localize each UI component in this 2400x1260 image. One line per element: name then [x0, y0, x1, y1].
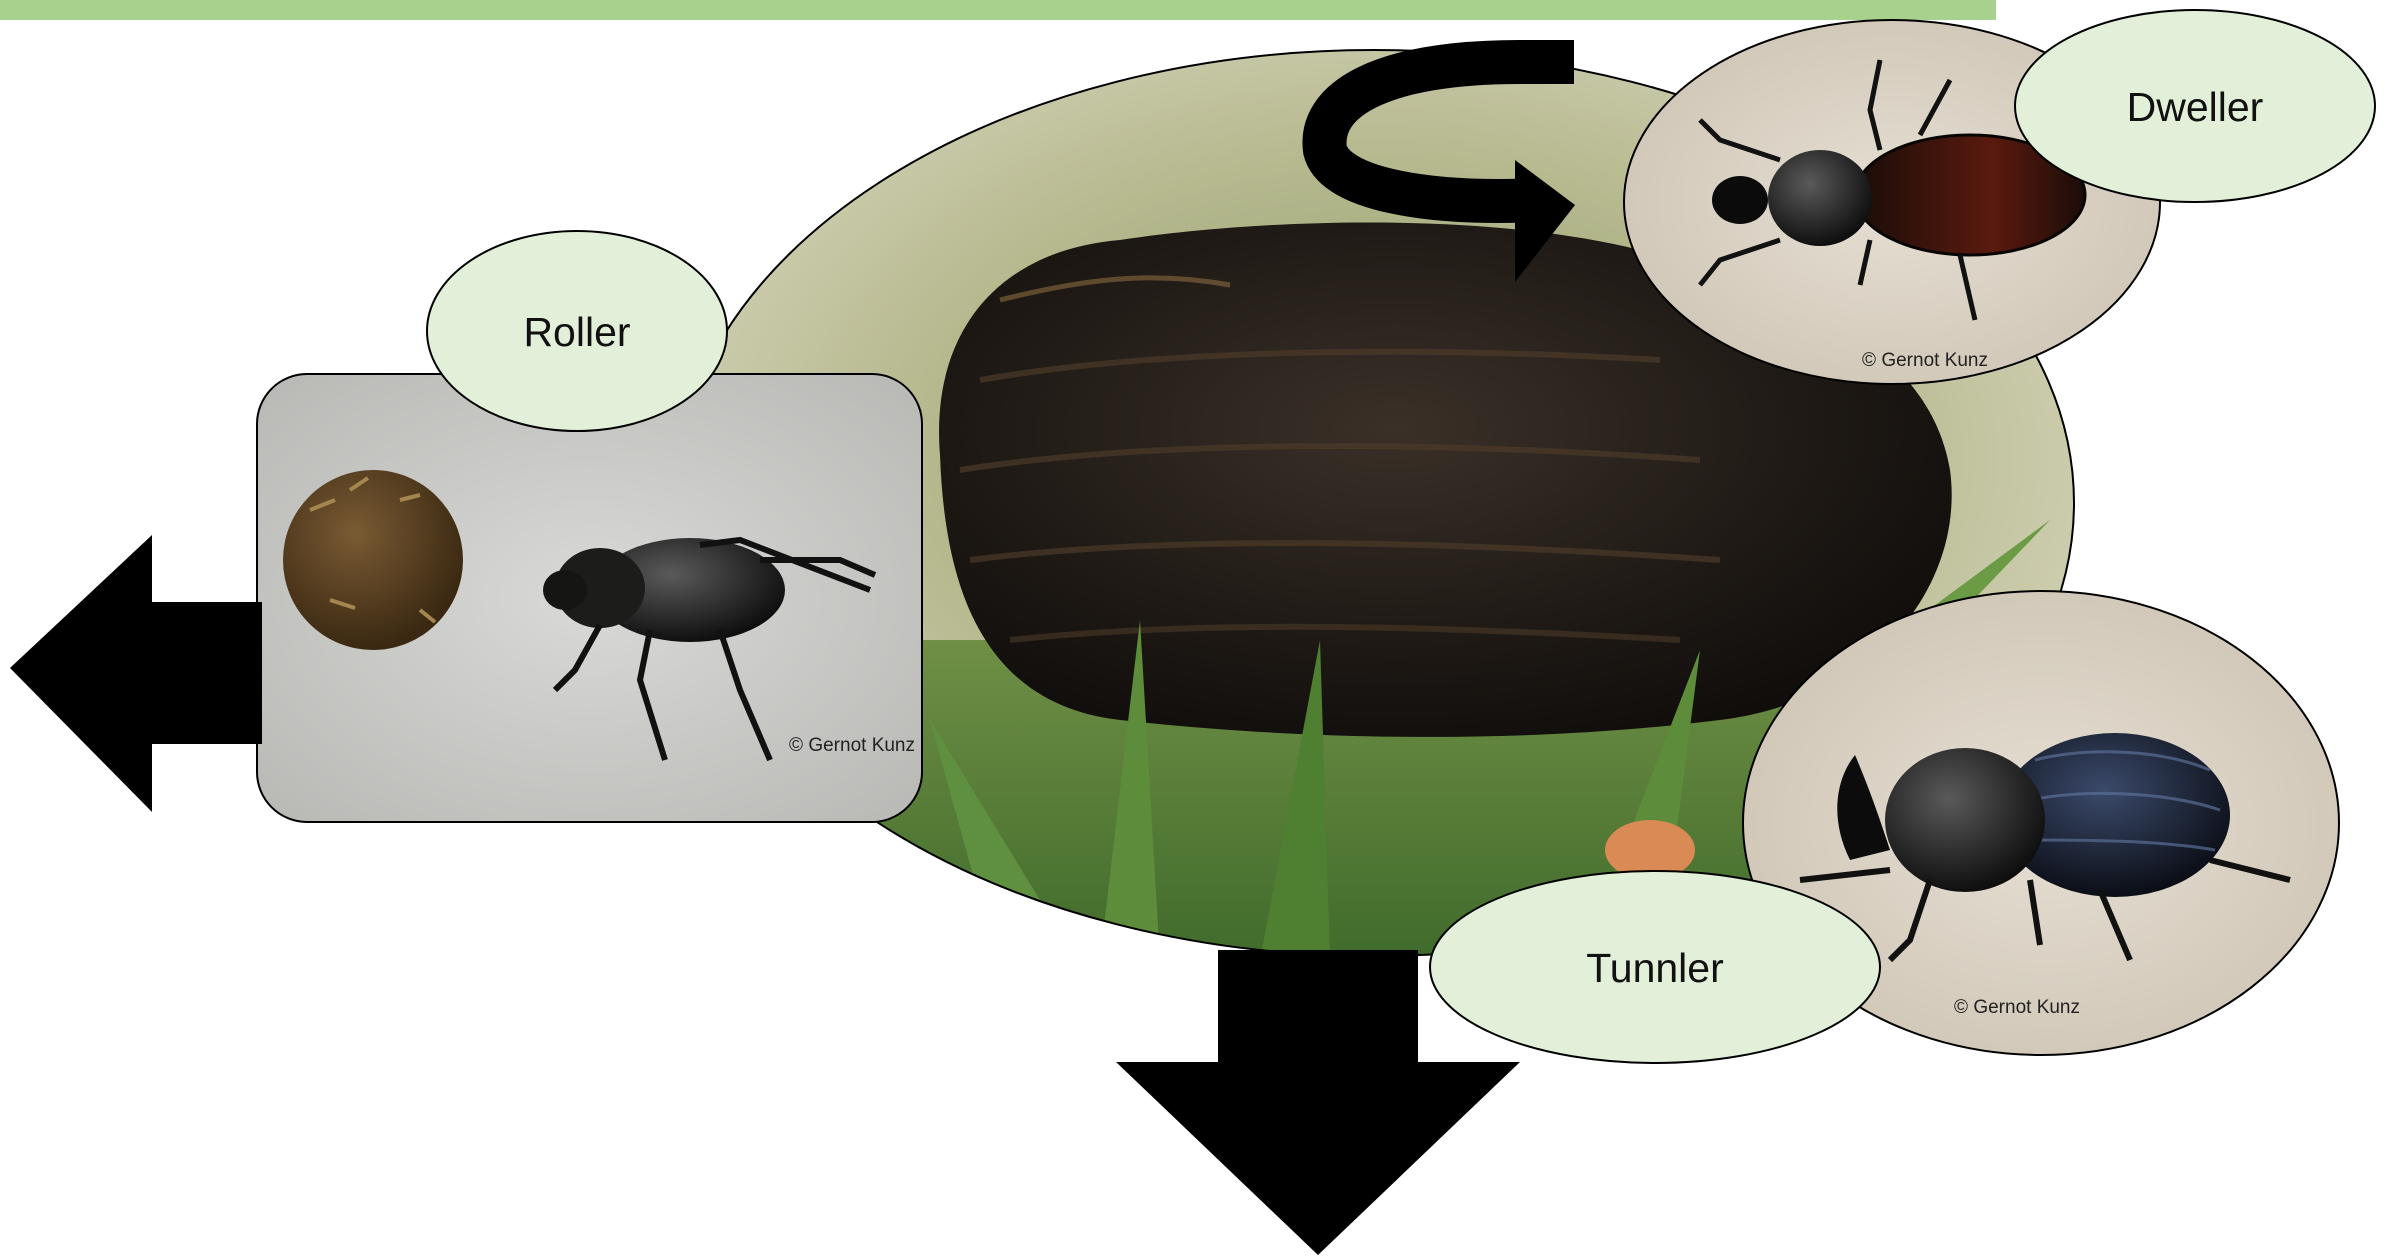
arrow-left-icon [10, 535, 262, 812]
tunnler-label-bubble: Tunnler [1430, 871, 1880, 1063]
dweller-label: Dweller [2127, 84, 2264, 130]
roller-label-bubble: Roller [427, 231, 727, 431]
dweller-label-bubble: Dweller [2015, 10, 2375, 202]
roller-beetle-photo: © Gernot Kunz [257, 374, 922, 822]
tunnler-label: Tunnler [1586, 945, 1724, 991]
tunnler-credit: © Gernot Kunz [1954, 997, 2080, 1018]
roller-label: Roller [523, 309, 630, 355]
roller-credit: © Gernot Kunz [789, 735, 915, 756]
dweller-credit: © Gernot Kunz [1862, 350, 1988, 371]
